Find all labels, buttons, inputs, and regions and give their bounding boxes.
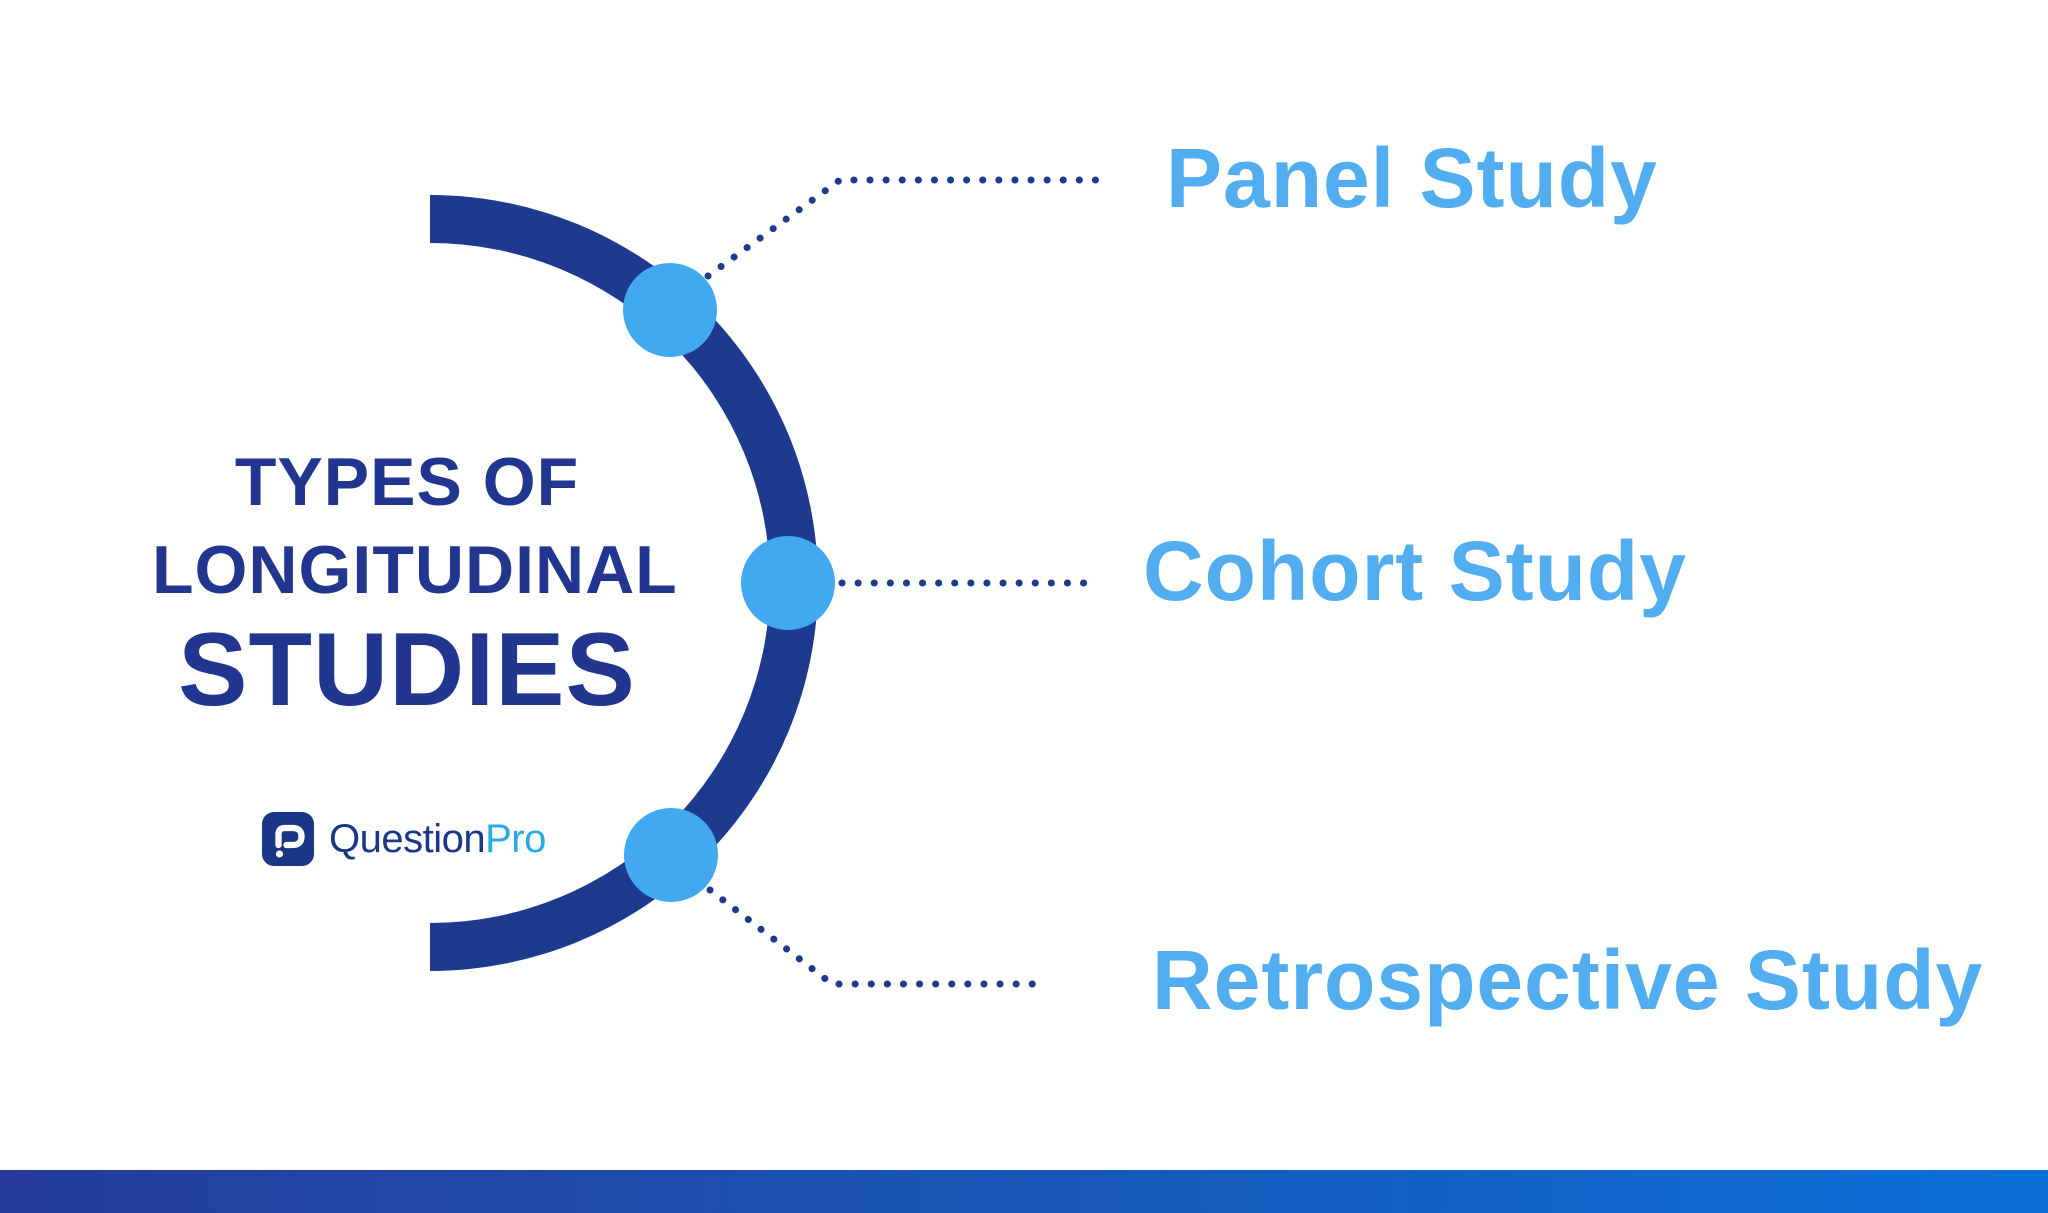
retrospective-connector-line	[706, 886, 1052, 988]
arc-shape	[430, 195, 818, 971]
page-title-line2: LONGITUDINAL	[152, 532, 678, 608]
page-title-line3: STUDIES	[178, 612, 636, 728]
cohort-node	[741, 536, 835, 630]
panel-study-label: Panel Study	[1166, 131, 1658, 225]
page-title: TYPES OF LONGITUDINAL STUDIES	[152, 438, 678, 728]
bottom-bar	[0, 1170, 2048, 1213]
questionpro-wordmark: QuestionPro	[329, 819, 546, 859]
logo-text-pro: Pro	[485, 817, 546, 861]
retrospective-study-label: Retrospective Study	[1152, 933, 1984, 1027]
panel-connector-line	[704, 176, 1104, 280]
panel-node	[623, 263, 717, 357]
questionpro-mark-icon	[262, 812, 314, 866]
page-title-line1: TYPES OF	[234, 444, 580, 520]
logo-text-question: Question	[329, 817, 486, 861]
retrospective-node	[624, 808, 718, 902]
cohort-study-label: Cohort Study	[1143, 524, 1687, 618]
questionpro-logo: QuestionPro	[262, 810, 546, 868]
